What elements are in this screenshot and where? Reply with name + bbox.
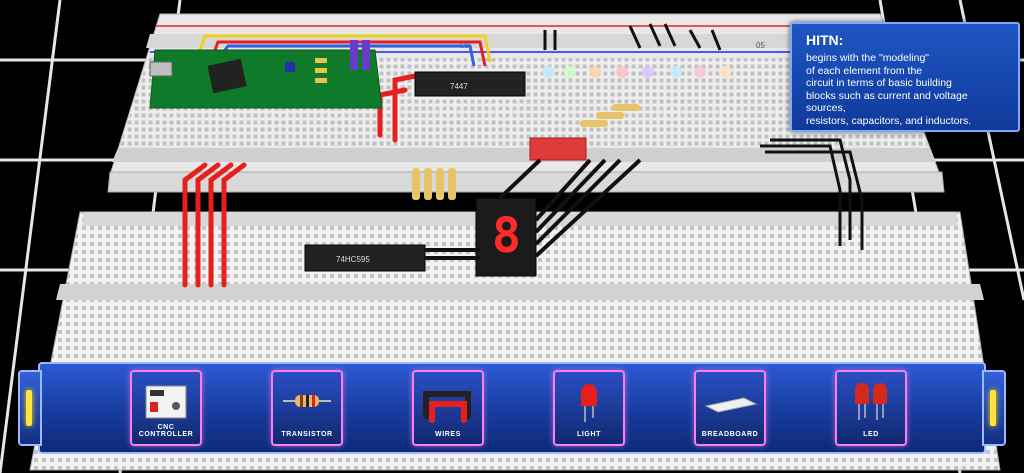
black-wires-display[interactable] <box>425 158 642 260</box>
tool-label: WIRES <box>435 431 461 438</box>
led-row[interactable] <box>542 66 731 78</box>
cnc-controller-board[interactable] <box>149 40 383 109</box>
chip-7447[interactable]: 7447 <box>414 71 526 97</box>
tool-transistor[interactable]: TRANSISTOR <box>271 370 343 446</box>
tool-label: TRANSISTOR <box>281 431 333 438</box>
chip-74hc595-label: 74HC595 <box>336 255 370 264</box>
led-icon <box>855 383 887 420</box>
tool-label: BREADBOARD <box>701 431 759 438</box>
dip-switch[interactable] <box>529 137 587 161</box>
cnc-controller-icon <box>145 385 187 419</box>
resistors[interactable] <box>412 104 640 200</box>
tool-label: CNC CONTROLLER <box>138 424 194 438</box>
info-body: begins with the "modeling" of each eleme… <box>806 52 972 127</box>
seven-segment-display[interactable]: 8 <box>475 197 537 277</box>
info-title: HITN: <box>806 32 844 48</box>
info-panel: HITN: begins with the "modeling" of each… <box>790 22 1020 132</box>
transistor-icon <box>283 395 331 407</box>
tool-label: LIGHT <box>577 431 601 438</box>
tool-cnc-controller[interactable]: CNC CONTROLLER <box>130 370 202 446</box>
tool-breadboard[interactable]: BREADBOARD <box>694 370 766 446</box>
breadboard-icon <box>704 397 758 413</box>
seven-segment-digit: 8 <box>492 208 521 264</box>
component-toolbar: CNC CONTROLLER TRANSISTOR WIRES LIGHT B <box>18 358 1006 458</box>
toolbar-left-cap <box>18 370 42 446</box>
wires-icon <box>423 391 471 423</box>
chip-74hc595[interactable]: 74HC595 <box>304 244 426 272</box>
tool-label: LED <box>863 431 879 438</box>
top-wires[interactable] <box>198 34 492 67</box>
toolbar-right-cap <box>982 370 1006 446</box>
black-jumpers-top[interactable] <box>543 23 864 250</box>
red-wires[interactable] <box>182 72 423 288</box>
light-icon <box>581 384 597 422</box>
chip-7447-label: 7447 <box>450 82 468 91</box>
tool-led[interactable]: LED <box>835 370 907 446</box>
tool-light[interactable]: LIGHT <box>553 370 625 446</box>
tool-wires[interactable]: WIRES <box>412 370 484 446</box>
top-num-05: 05 <box>756 41 765 50</box>
